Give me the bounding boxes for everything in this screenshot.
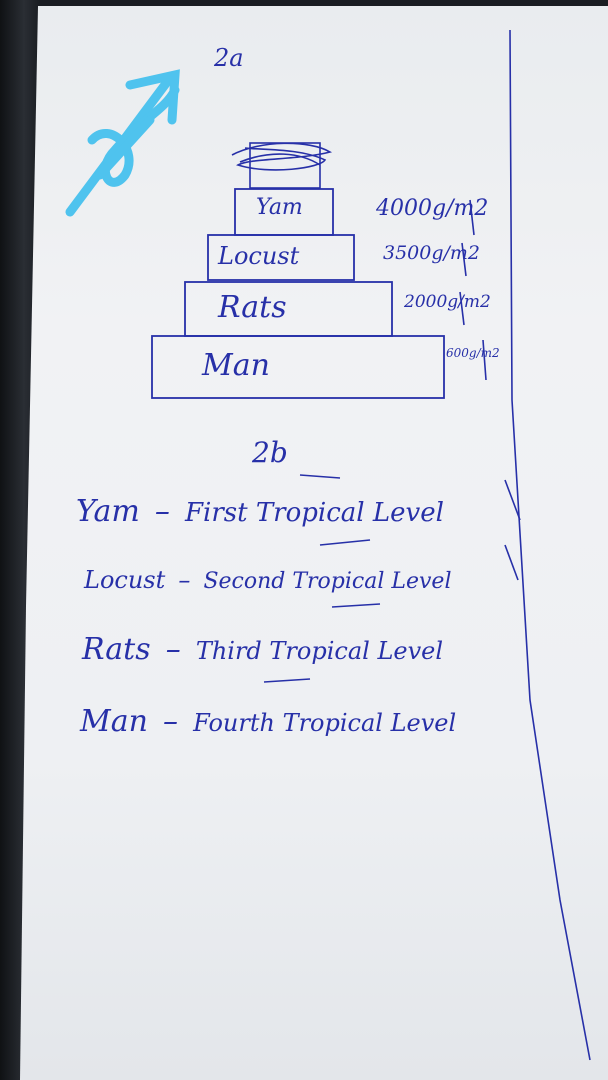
trophic-level: Fourth Tropical Level	[193, 709, 457, 737]
dash: –	[178, 566, 191, 594]
answer-line: Man – Fourth Tropical Level	[80, 704, 456, 739]
organism: Rats	[82, 632, 151, 667]
dash: –	[165, 632, 181, 667]
dash: –	[163, 704, 179, 739]
highlighter-scribble	[65, 69, 180, 217]
pyramid-level-label: Rats	[218, 290, 287, 325]
trophic-level: First Tropical Level	[185, 498, 444, 528]
trophic-level: Third Tropical Level	[195, 637, 444, 665]
crossed-out-box	[231, 142, 333, 189]
answer-line: Rats – Third Tropical Level	[82, 632, 443, 667]
trophic-level: Second Tropical Level	[203, 569, 452, 594]
dash: –	[154, 494, 170, 529]
question-2b-label: 2b	[252, 436, 288, 469]
answer-line: Yam – First Tropical Level	[76, 494, 444, 529]
margin-line	[509, 29, 591, 1061]
pyramid-level-label: Yam	[256, 195, 303, 220]
pyramid-level-label: Locust	[218, 242, 300, 270]
answer-line: Locust – Second Tropical Level	[84, 566, 451, 594]
pyramid-level-label: Man	[202, 348, 270, 383]
question-2a-label: 2a	[214, 44, 244, 72]
biomass-value: 3500g/m2	[383, 242, 481, 264]
biomass-value: 4000g/m2	[376, 196, 489, 221]
biomass-value: 600g/m2	[446, 346, 500, 360]
pyramid-boxes	[151, 188, 445, 399]
organism: Locust	[84, 566, 166, 594]
biomass-value: 2000g/m2	[404, 292, 491, 312]
organism: Man	[80, 704, 148, 739]
organism: Yam	[76, 494, 140, 529]
